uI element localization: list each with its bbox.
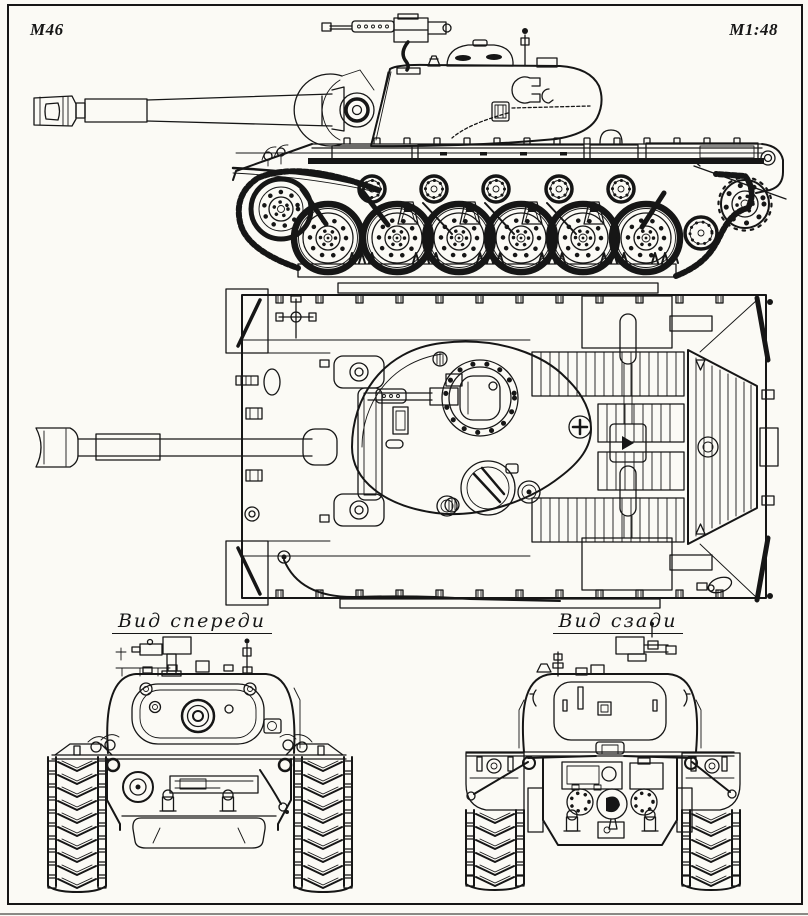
loader-hatch: [460, 460, 519, 516]
deck-grille-band-1: [531, 351, 685, 397]
gun-travel-lock: [275, 295, 317, 339]
side-view-drawing: [33, 13, 787, 279]
front-track-left: [47, 756, 107, 893]
return-rollers: [357, 174, 636, 204]
running-gear: [248, 174, 773, 272]
tow-shackle: [696, 576, 733, 594]
rear-machine-gun: [615, 622, 677, 662]
driver-hatch: [319, 355, 385, 389]
page-edge-shadow: [0, 913, 808, 915]
engine-access-panel: [561, 761, 623, 791]
track-strip-top: [337, 282, 659, 294]
gun-barrel-top: [35, 427, 338, 468]
front-track-right: [293, 756, 353, 893]
rear-mudguard-left: [465, 752, 525, 811]
front-view-caption: Вид спереди: [92, 610, 292, 634]
pistol-port: [491, 101, 510, 122]
turret: [370, 63, 603, 148]
front-antenna: [242, 638, 252, 673]
rear-deck-grille: [687, 349, 758, 545]
front-view-drawing: [47, 636, 353, 893]
rear-view-drawing: [465, 622, 741, 891]
rear-track-left: [465, 809, 525, 891]
rear-turret: [518, 622, 702, 753]
cupola-ring: [441, 359, 519, 437]
engine-deck: [277, 295, 779, 603]
pistol-port-top: [392, 406, 409, 435]
siren: [263, 368, 281, 396]
roof-machine-gun: [367, 373, 463, 406]
front-mantlet: [131, 683, 265, 745]
tow-cable: [283, 559, 561, 602]
hull-top: [225, 288, 767, 606]
rear-view-caption: Вид сзади: [518, 610, 718, 634]
scale-label: M1:48: [729, 20, 778, 39]
vent-cone: [427, 55, 441, 67]
turret-top: [351, 340, 592, 517]
front-turret: [106, 636, 301, 754]
deck-grille-band-4: [531, 497, 685, 543]
assistant-driver-hatch: [319, 493, 385, 527]
vent-pill: [385, 439, 404, 449]
tow-cable-rods: [754, 295, 771, 603]
rear-hull: [465, 741, 741, 846]
track: [235, 168, 755, 279]
gun-barrel: [33, 86, 345, 132]
front-machine-gun: [131, 636, 192, 677]
commander-cupola: [446, 39, 514, 67]
deck-center-spine: [609, 313, 647, 539]
model-label: M46: [30, 20, 64, 39]
track-tension-wheel: [683, 215, 719, 251]
top-view-drawing: [35, 282, 779, 609]
rear-mudguard-right: [681, 752, 741, 811]
telephone-box: [629, 762, 664, 790]
gun-mantlet: [293, 69, 375, 147]
rear-track-right: [681, 809, 741, 891]
rear-plate-top: [759, 389, 779, 506]
radio-antenna: [520, 28, 530, 67]
machine-gun-m2: [321, 13, 452, 75]
deck-grille-band-2: [597, 403, 685, 443]
stowage-box-small: [536, 57, 558, 68]
deck-grille-band-3: [597, 451, 685, 491]
idler-wheel: [248, 176, 314, 242]
